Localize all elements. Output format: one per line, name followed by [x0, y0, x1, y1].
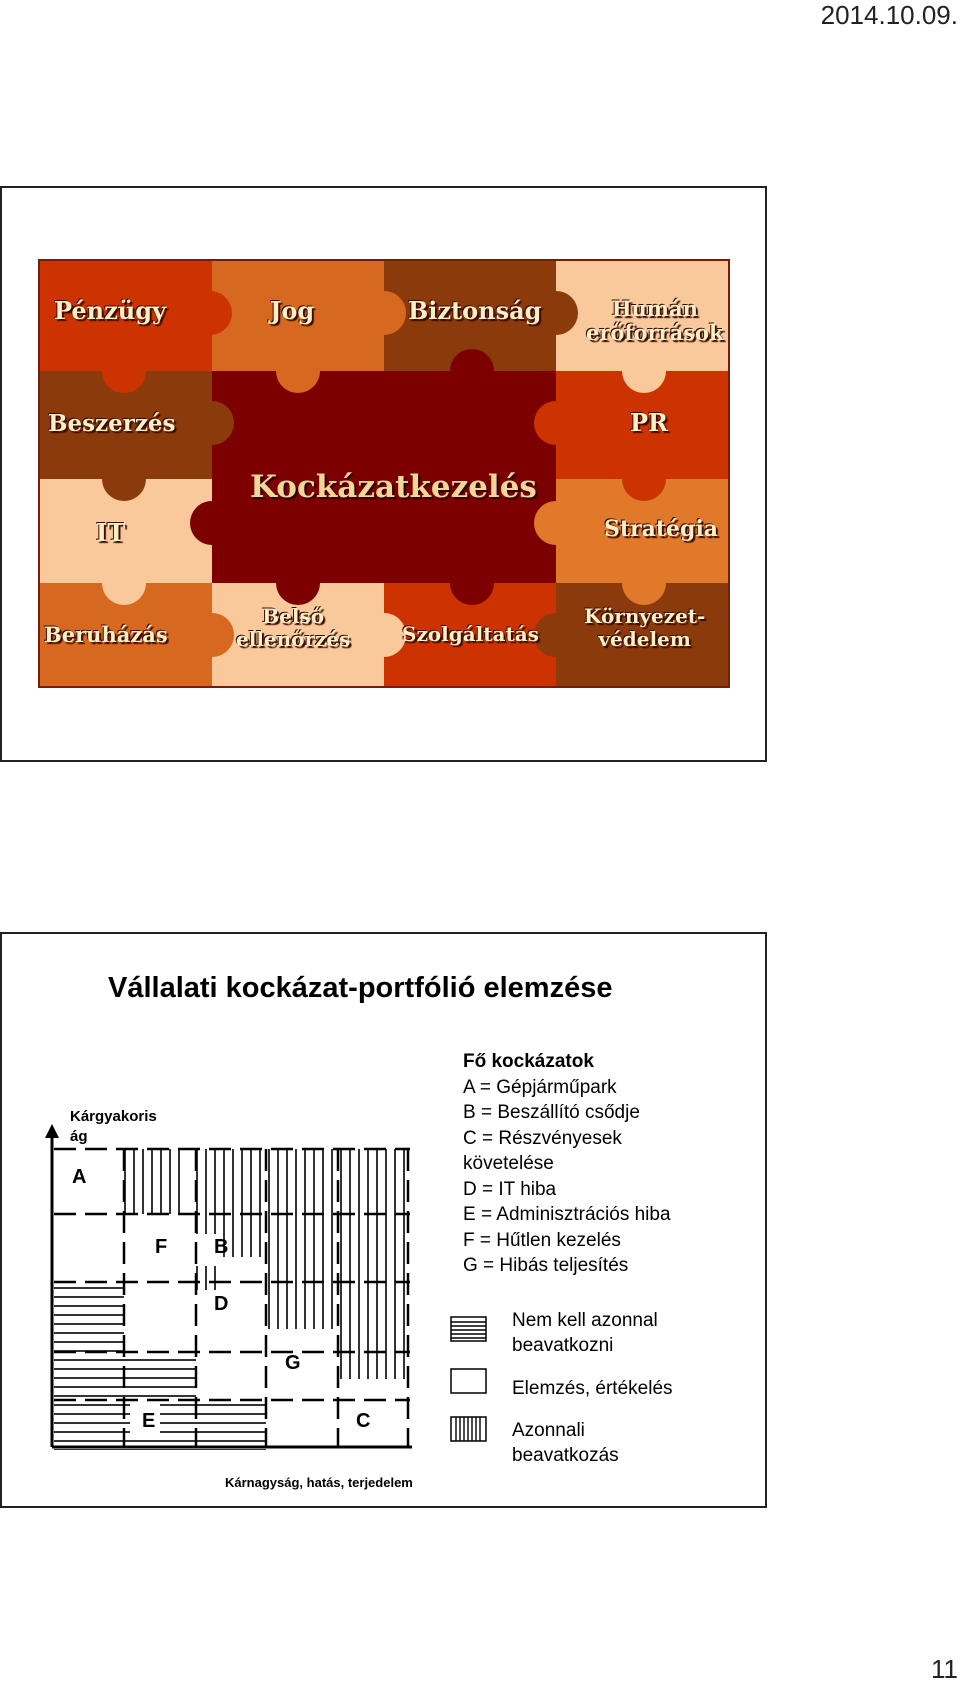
risk-item: C = Részvényesek — [463, 1126, 671, 1152]
zone-horizontal — [54, 1282, 124, 1450]
risk-item: D = IT hiba — [463, 1177, 671, 1203]
legend-swatch-empty — [451, 1369, 486, 1393]
knob — [622, 561, 666, 605]
x-axis-label: Kárnagyság, hatás, terjedelem — [225, 1475, 413, 1490]
knob — [450, 349, 494, 393]
grid-letter-e: E — [142, 1410, 155, 1433]
knob — [188, 291, 232, 335]
label-human: Humán erőforrások — [586, 297, 724, 345]
label-beruhazas: Beruházás — [44, 623, 168, 647]
knob — [622, 457, 666, 501]
risk-item: F = Hűtlen kezelés — [463, 1228, 671, 1254]
label-biztonsag: Biztonság — [408, 297, 541, 325]
label-kornyezet-line2: védelem — [584, 628, 705, 651]
label-kornyezet: Környezet- védelem — [584, 605, 705, 651]
grid-letter-a: A — [72, 1166, 86, 1189]
slide-2-title: Vállalati kockázat-portfólió elemzése — [108, 972, 612, 1005]
knob — [450, 561, 494, 605]
label-belso-line1: Belső — [236, 605, 350, 628]
knob — [102, 349, 146, 393]
header-date: 2014.10.09. — [821, 0, 958, 31]
knob — [190, 613, 234, 657]
main-risks-header: Fő kockázatok — [463, 1049, 671, 1075]
knob — [102, 561, 146, 605]
knob — [362, 613, 406, 657]
knob — [102, 457, 146, 501]
legend-horizontal-line1: Nem kell azonnal — [512, 1308, 658, 1333]
risk-item: E = Adminisztrációs hiba — [463, 1202, 671, 1228]
grid-letter-d: D — [214, 1293, 228, 1316]
grid-letter-c: C — [356, 1410, 370, 1433]
zone-horizontal — [196, 1400, 266, 1450]
legend-horizontal-text: Nem kell azonnal beavatkozni — [512, 1308, 658, 1358]
grid-letter-f: F — [155, 1236, 167, 1259]
knob — [534, 401, 578, 445]
risk-item: követelése — [463, 1151, 671, 1177]
label-it: IT — [96, 519, 125, 547]
risk-item: G = Hibás teljesítés — [463, 1253, 671, 1279]
zone-vertical — [124, 1149, 184, 1214]
label-kockazatkezeles: Kockázatkezelés — [250, 469, 537, 505]
main-risks-list: Fő kockázatok A = Gépjárműpark B = Beszá… — [463, 1049, 671, 1279]
knob — [362, 291, 406, 335]
label-pr: PR — [630, 409, 668, 437]
label-belso: Belső ellenőrzés — [236, 605, 350, 651]
legend-empty-text: Elemzés, értékelés — [512, 1376, 673, 1401]
label-belso-line2: ellenőrzés — [236, 628, 350, 651]
label-szolgaltatas: Szolgáltatás — [402, 623, 539, 646]
label-human-line2: erőforrások — [586, 321, 724, 345]
zone-vertical — [338, 1149, 406, 1379]
knob — [534, 613, 578, 657]
grid-letter-g: G — [285, 1352, 301, 1375]
y-axis-arrow — [45, 1124, 59, 1138]
legend-horizontal-line2: beavatkozni — [512, 1333, 658, 1358]
zone-vertical — [266, 1149, 338, 1329]
legend-vertical-text: Azonnali beavatkozás — [512, 1418, 619, 1468]
label-jog: Jog — [270, 297, 314, 325]
knob — [622, 349, 666, 393]
legend-vertical-line1: Azonnali — [512, 1418, 619, 1443]
grid-letter-b: B — [214, 1236, 228, 1259]
risk-management-puzzle: Pénzügy Jog Biztonság Humán erőforrások … — [38, 259, 730, 688]
label-strategia: Stratégia — [604, 517, 718, 542]
knob — [534, 501, 578, 545]
label-beszerzes: Beszerzés — [48, 411, 175, 437]
legend-vertical-line2: beavatkozás — [512, 1443, 619, 1468]
label-penzugy: Pénzügy — [54, 297, 166, 325]
knob — [190, 401, 234, 445]
knob — [276, 561, 320, 605]
knob — [276, 349, 320, 393]
risk-item: B = Beszállító csődje — [463, 1100, 671, 1126]
knob — [190, 501, 234, 545]
label-human-line1: Humán — [586, 297, 724, 321]
legend-swatches — [450, 1314, 490, 1446]
risk-item: A = Gépjárműpark — [463, 1075, 671, 1101]
page-number: 11 — [931, 1654, 958, 1685]
label-kornyezet-line1: Környezet- — [584, 605, 705, 628]
